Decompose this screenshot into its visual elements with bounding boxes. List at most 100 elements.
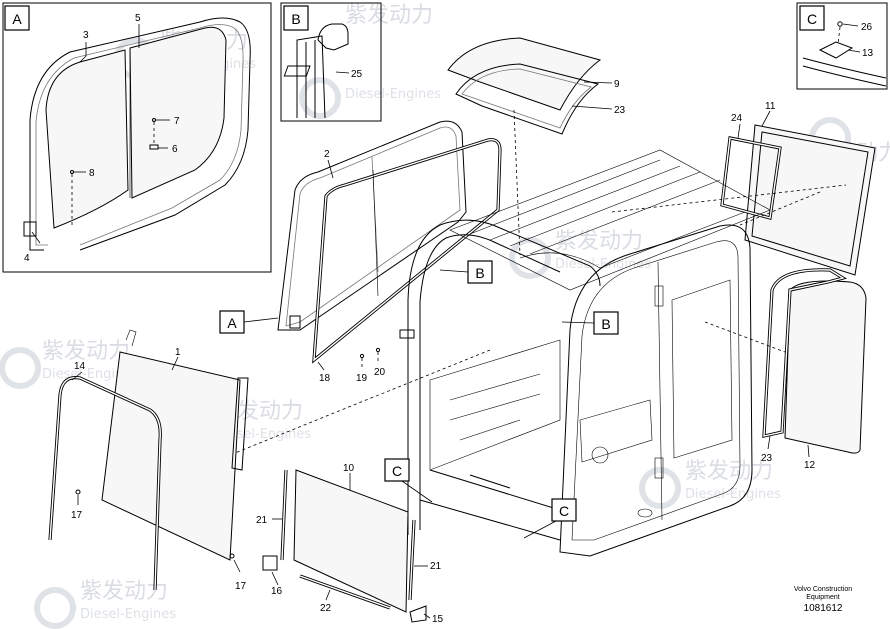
svg-text:C: C: [392, 463, 402, 479]
label-part-18: 18: [319, 373, 331, 384]
roof-seal-part-23: [455, 63, 600, 135]
door-frame-outline: [29, 17, 251, 251]
screw-part-20: [375, 347, 381, 353]
detail-box-c: C 26 13: [796, 2, 888, 90]
svg-text:A: A: [227, 315, 237, 331]
pad-part-25: [283, 65, 311, 77]
svg-text:A: A: [12, 11, 22, 27]
label-part-7: 7: [174, 116, 180, 127]
screw-part-26: [837, 21, 843, 27]
label-part-6: 6: [172, 144, 178, 155]
svg-text:C: C: [807, 11, 817, 27]
bracket-icon: [317, 23, 349, 51]
left-glass-part-1: [101, 351, 241, 561]
latch-part-4: [23, 221, 37, 237]
screw-part-8: [70, 170, 74, 174]
detail-box-b: B 25: [280, 2, 382, 122]
watermark-brand-en: Diesel-Engines: [345, 87, 441, 102]
detail-box-a: A 3 5 4 6 7 8: [2, 2, 272, 273]
callout-c-right[interactable]: C: [523, 498, 577, 539]
watermark-brand-cn: 紫发动力: [80, 579, 168, 604]
left-window-assembly: 1 14 17 17: [48, 329, 249, 592]
label-part-3: 3: [83, 30, 89, 41]
pillar-section: [296, 35, 326, 119]
label-part-14: 14: [74, 361, 86, 372]
detail-box-a-tag: A: [4, 5, 30, 31]
label-part-25: 25: [351, 69, 363, 80]
label-part-5: 5: [135, 13, 141, 24]
watermark-brand-en: Diesel-Engines: [42, 367, 138, 382]
hinge-icon: [654, 457, 664, 479]
screw-part-19: [359, 353, 365, 359]
cab-body: [229, 149, 847, 557]
watermark-logo-icon: 紫发动力 Diesel-Engines: [299, 3, 441, 119]
label-part-23-roof: 23: [614, 105, 626, 116]
hinge-icon: [654, 285, 664, 307]
roof-glass-part-9: [447, 37, 602, 111]
label-part-1: 1: [175, 347, 181, 358]
label-part-8: 8: [89, 168, 95, 179]
label-part-13: 13: [862, 48, 874, 59]
svg-text:B: B: [291, 11, 300, 27]
roof-window-assembly: 9 23: [447, 37, 626, 256]
window-pane-3: [45, 49, 129, 229]
lower-front-window-assembly: 10 21 21 22 16 15: [256, 463, 444, 625]
watermark-brand-en: Diesel-Engines: [685, 487, 781, 502]
pad-part-16: [262, 555, 278, 571]
maker-line-2: Equipment: [806, 594, 840, 601]
cab-door-frame: [559, 224, 753, 557]
label-part-22: 22: [320, 603, 332, 614]
watermark-logo-icon: 紫发动力 Diesel-Engines: [639, 459, 781, 509]
front-seal-part-18: [312, 138, 502, 364]
watermark-brand-cn: 紫发动力: [685, 459, 773, 484]
watermark-brand-en: Diesel-Engines: [80, 607, 176, 622]
label-part-23-right: 23: [761, 453, 773, 464]
callout-a-main[interactable]: A: [219, 310, 279, 334]
watermark-brand-cn: 紫发动力: [555, 229, 643, 254]
label-part-19: 19: [356, 373, 368, 384]
label-part-21-left: 21: [256, 515, 268, 526]
label-part-17-left: 17: [71, 510, 83, 521]
pad-part-15: [409, 605, 427, 623]
label-part-9: 9: [614, 79, 620, 90]
watermark-logo-icon: 紫发动力 Diesel-Engines: [509, 229, 651, 279]
cab-roof: [449, 149, 771, 291]
window-pane-5: [129, 26, 227, 199]
label-part-17-right: 17: [235, 581, 247, 592]
pad-part-6: [149, 144, 159, 150]
watermark-brand-cn: 紫发动力: [345, 3, 433, 28]
label-part-15: 15: [432, 614, 444, 625]
callout-b-lower[interactable]: B: [561, 311, 619, 335]
emblem-icon: [637, 508, 653, 518]
svg-text:B: B: [475, 265, 484, 281]
screw-part-17-left: [75, 489, 81, 495]
label-part-20: 20: [374, 367, 386, 378]
detail-box-c-tag: C: [799, 5, 825, 31]
watermark-brand-en: Diesel-Engines: [555, 257, 651, 272]
label-part-24: 24: [731, 113, 743, 124]
svg-text:B: B: [601, 316, 610, 332]
label-part-16: 16: [271, 586, 283, 597]
front-upper-window: 2 18 19 20: [277, 120, 502, 384]
latch-icon: [289, 315, 301, 329]
front-frame-part-2: [277, 120, 467, 331]
part-number: 1081612: [804, 603, 843, 614]
diagram-footer: Volvo Construction Equipment 1081612: [794, 586, 852, 614]
label-part-4: 4: [24, 253, 30, 264]
watermark-logo-icon: 紫发动力 Diesel-Engines: [34, 579, 176, 629]
door-handle-icon: [591, 446, 609, 464]
callout-c-left[interactable]: C: [384, 458, 433, 503]
maker-line-1: Volvo Construction: [794, 586, 852, 593]
watermark-brand-cn: 紫发动力: [42, 339, 130, 364]
callout-b-upper[interactable]: B: [439, 260, 493, 284]
rear-glass-part-11: [744, 124, 876, 276]
screw-part-17-right: [229, 553, 235, 559]
right-window-assembly: 23 12: [704, 268, 867, 471]
label-part-2: 2: [324, 149, 330, 160]
label-part-11: 11: [765, 101, 776, 112]
label-part-12: 12: [804, 460, 816, 471]
watermark-logo-icon: 紫发动力 Diesel-Engines: [0, 339, 138, 389]
rear-window-assembly: 24 11: [720, 101, 876, 276]
lower-glass-part-10: [293, 469, 409, 613]
